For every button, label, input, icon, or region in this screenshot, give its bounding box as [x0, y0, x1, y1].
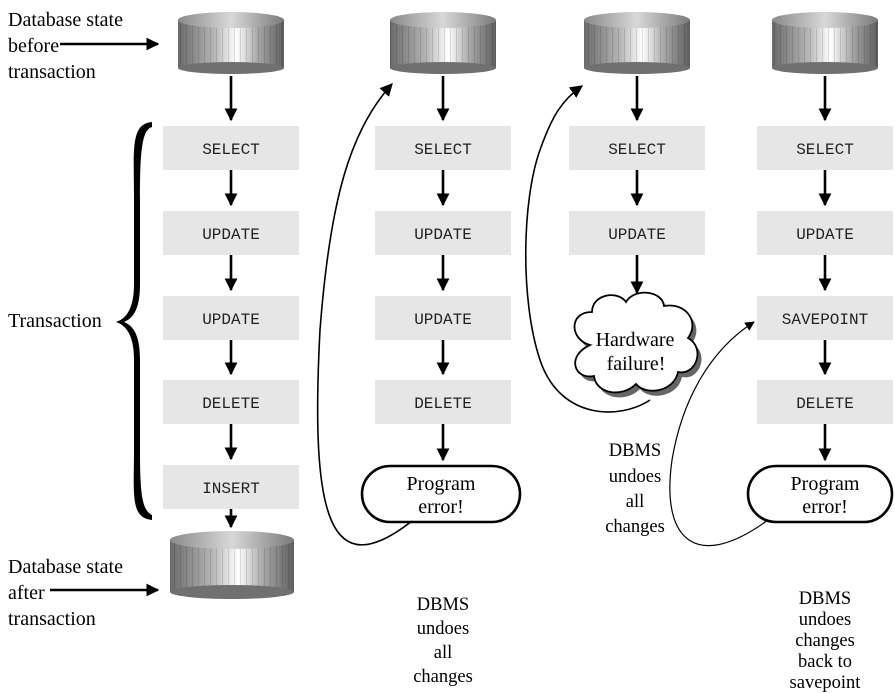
step-select — [163, 126, 299, 170]
program-error-terminator — [746, 464, 894, 524]
transaction-label: Transaction — [8, 310, 102, 332]
step-label: UPDATE — [414, 311, 472, 329]
column-4: SELECT UPDATE SAVEPOINT DELETE Program e… — [669, 76, 894, 693]
step-label: SAVEPOINT — [782, 311, 868, 329]
caption-line-3: changes — [795, 631, 855, 651]
step-label: INSERT — [202, 480, 260, 498]
database-before-icon — [178, 12, 284, 74]
rollback-arrow — [316, 83, 413, 546]
transaction-brace — [116, 122, 152, 520]
step-update — [569, 211, 705, 255]
step-label: SELECT — [608, 141, 666, 159]
caption-line-3: all — [434, 643, 453, 663]
before-label-line-3: transaction — [8, 61, 96, 83]
step-label: UPDATE — [202, 226, 260, 244]
step-label: SELECT — [796, 141, 854, 159]
step-select — [375, 126, 511, 170]
program-error-line-1: Program — [791, 473, 860, 495]
column-3: SELECT UPDATE Hardware failure! DBMS und… — [524, 76, 705, 537]
step-update — [757, 211, 893, 255]
caption-line-4: changes — [413, 667, 473, 687]
caption-line-1: DBMS — [417, 595, 469, 615]
step-label: UPDATE — [608, 226, 666, 244]
step-label: UPDATE — [202, 311, 260, 329]
step-update — [163, 296, 299, 340]
step-update — [375, 296, 511, 340]
step-insert — [163, 465, 299, 509]
caption-line-4: changes — [605, 517, 665, 537]
database-icon-col4 — [772, 12, 878, 74]
caption-line-3: all — [626, 492, 645, 512]
step-delete — [163, 380, 299, 424]
hardware-failure-line-1: Hardware — [596, 329, 675, 351]
step-label: UPDATE — [796, 226, 854, 244]
before-label-line-1: Database state — [8, 9, 123, 31]
step-update — [375, 211, 511, 255]
caption-line-1: DBMS — [799, 589, 851, 609]
after-label-line-2: after — [8, 582, 45, 604]
hardware-failure-cloud-icon — [573, 291, 702, 398]
caption-line-2: undoes — [799, 610, 851, 630]
caption-line-5: savepoint — [790, 673, 862, 693]
program-error-terminator — [360, 464, 522, 524]
step-update — [163, 211, 299, 255]
hardware-failure-line-2: failure! — [607, 353, 666, 375]
column-2: SELECT UPDATE UPDATE DELETE Program erro… — [316, 76, 522, 687]
after-label-line-1: Database state — [8, 556, 123, 578]
step-label: DELETE — [414, 395, 472, 413]
caption-line-4: back to — [798, 652, 852, 672]
caption-line-2: undoes — [609, 467, 661, 487]
step-label: SELECT — [414, 141, 472, 159]
rollback-arrow — [524, 85, 651, 413]
rollback-to-savepoint-arrow — [669, 321, 769, 547]
step-delete — [757, 380, 893, 424]
caption-line-2: undoes — [417, 619, 469, 639]
step-savepoint — [757, 296, 893, 340]
step-select — [569, 126, 705, 170]
step-label: DELETE — [796, 395, 854, 413]
database-icon-col3 — [584, 12, 690, 74]
program-error-line-1: Program — [407, 473, 476, 495]
before-label-line-2: before — [8, 35, 59, 57]
database-icon-col2 — [390, 12, 496, 74]
step-label: SELECT — [202, 141, 260, 159]
step-select — [757, 126, 893, 170]
after-label-line-3: transaction — [8, 608, 96, 630]
step-label: UPDATE — [414, 226, 472, 244]
column-1: SELECT UPDATE UPDATE DELETE INSERT — [163, 76, 299, 529]
program-error-line-2: error! — [802, 496, 848, 518]
database-after-icon — [170, 531, 294, 599]
caption-line-1: DBMS — [609, 441, 661, 461]
step-delete — [375, 380, 511, 424]
program-error-line-2: error! — [418, 496, 464, 518]
step-label: DELETE — [202, 395, 260, 413]
